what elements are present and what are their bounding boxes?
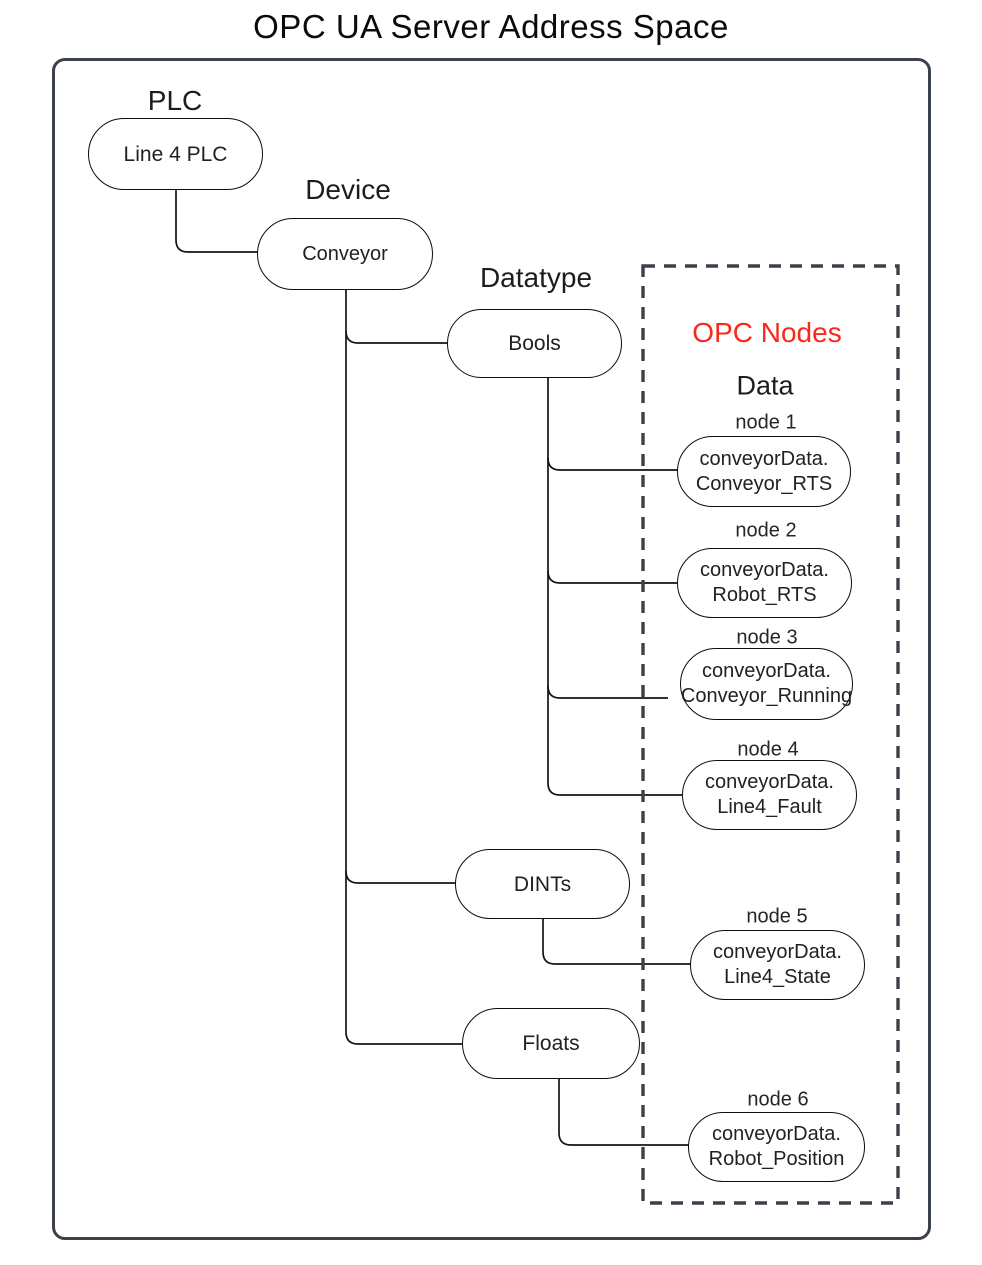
plc-node: Line 4 PLC <box>88 118 263 190</box>
opc-nodes-heading: OPC Nodes <box>692 317 842 348</box>
device-node: Conveyor <box>257 218 433 290</box>
node4-label: node 4 <box>737 738 799 761</box>
opc-node-5: conveyorData.Line4_State <box>690 930 865 1000</box>
node1-label: node 1 <box>735 411 797 434</box>
node3-label: node 3 <box>736 626 798 649</box>
datatype-label: Datatype <box>479 262 593 293</box>
opc-node-4: conveyorData.Line4_Fault <box>682 760 857 830</box>
plc-label: PLC <box>147 85 203 116</box>
datatype-node-bools: Bools <box>447 309 622 378</box>
page-title: OPC UA Server Address Space <box>253 8 729 45</box>
address-space-frame <box>52 58 931 1240</box>
datatype-node-dints: DINTs <box>455 849 630 919</box>
node2-label: node 2 <box>735 519 797 542</box>
opc-node-2: conveyorData.Robot_RTS <box>677 548 852 618</box>
node5-label: node 5 <box>746 905 808 928</box>
opc-node-6: conveyorData.Robot_Position <box>688 1112 865 1182</box>
datatype-node-floats: Floats <box>462 1008 640 1079</box>
node6-label: node 6 <box>747 1088 809 1111</box>
opc-node-1: conveyorData.Conveyor_RTS <box>677 436 851 507</box>
device-label: Device <box>305 174 391 205</box>
data-heading: Data <box>736 370 794 401</box>
opc-node-3: conveyorData.Conveyor_Running <box>680 648 853 720</box>
